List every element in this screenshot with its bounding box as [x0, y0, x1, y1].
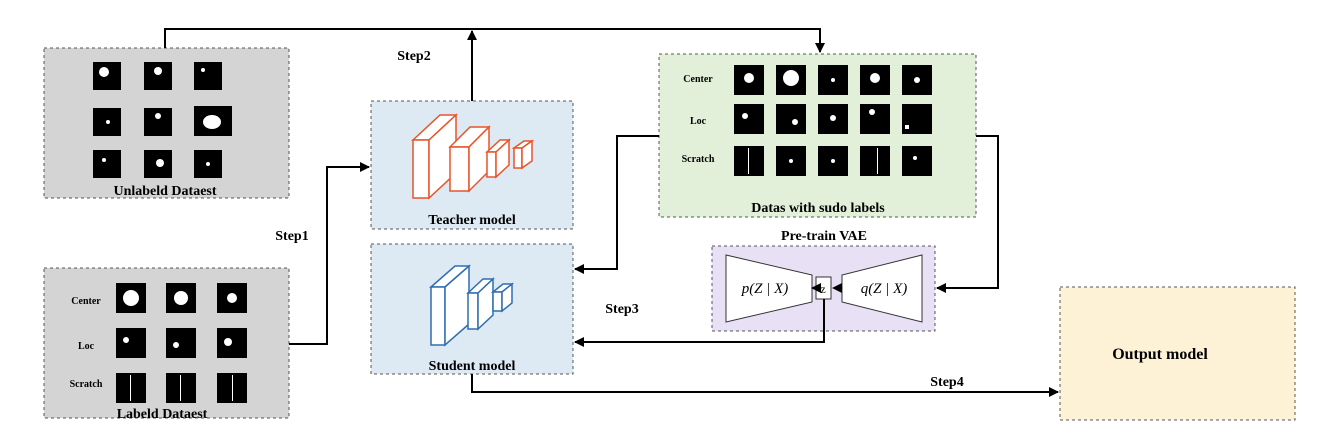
student-to-output-arrow — [471, 374, 1059, 397]
student-network-icon — [429, 264, 515, 347]
pseudo-row-loc: Loc — [690, 116, 707, 127]
pseudo-row-scratch: Scratch — [682, 154, 715, 165]
teacher-network-icon — [411, 113, 535, 200]
labeled-dataset-box: Center Loc Scratch Labeld Dataest — [43, 267, 290, 422]
labeled-to-teacher-arrow — [289, 162, 370, 345]
labeled-dataset-title: Labeld Dataest — [117, 407, 208, 422]
vae-title: Pre-train VAE — [781, 229, 867, 244]
student-model-title: Student model — [429, 359, 516, 374]
vae-to-student-arrow — [574, 299, 825, 347]
unlabeled-dataset-box: Unlabeld Dataest — [43, 47, 290, 199]
pseudo-to-student-arrow — [574, 135, 659, 274]
step1-label: Step1 — [275, 229, 308, 244]
pseudo-to-vae-arrow — [936, 135, 999, 293]
unlabeled-thumbnail-spots — [99, 67, 221, 167]
pseudo-thumbnail-spots — [742, 70, 920, 174]
vae-decoder-label: p(Z | X) — [741, 281, 789, 297]
labeled-row-center: Center — [71, 296, 101, 307]
labeled-row-loc: Loc — [78, 341, 95, 352]
step4-label: Step4 — [930, 375, 963, 390]
step2-label: Step2 — [397, 49, 430, 64]
unlabeled-thumbnail-grid — [93, 62, 232, 178]
labeled-row-scratch: Scratch — [70, 379, 103, 390]
vae-encoder-label: q(Z | X) — [861, 281, 908, 297]
teacher-model-box: Teacher model — [370, 100, 574, 230]
labeled-thumbnail-spots — [123, 290, 237, 401]
student-model-box: Student model — [370, 243, 574, 375]
teacher-model-title: Teacher model — [428, 213, 516, 228]
vae-decoder-shape — [725, 254, 813, 323]
pseudo-label-box: Center Loc Scratch Datas with sudo label… — [658, 53, 977, 218]
output-model-box: Output model — [1059, 286, 1296, 421]
pseudo-row-center: Center — [683, 74, 713, 85]
vae-encoder-shape — [841, 254, 923, 323]
output-model-title: Output model — [1112, 346, 1208, 363]
vae-latent-label: z — [820, 282, 825, 296]
unlabeled-dataset-title: Unlabeld Dataest — [113, 184, 216, 199]
unlabeled-to-pseudo-arrow — [164, 28, 825, 53]
pseudo-thumbnail-grid — [734, 65, 932, 176]
pseudo-label-title: Datas with sudo labels — [751, 201, 885, 216]
step3-label: Step3 — [605, 302, 638, 317]
